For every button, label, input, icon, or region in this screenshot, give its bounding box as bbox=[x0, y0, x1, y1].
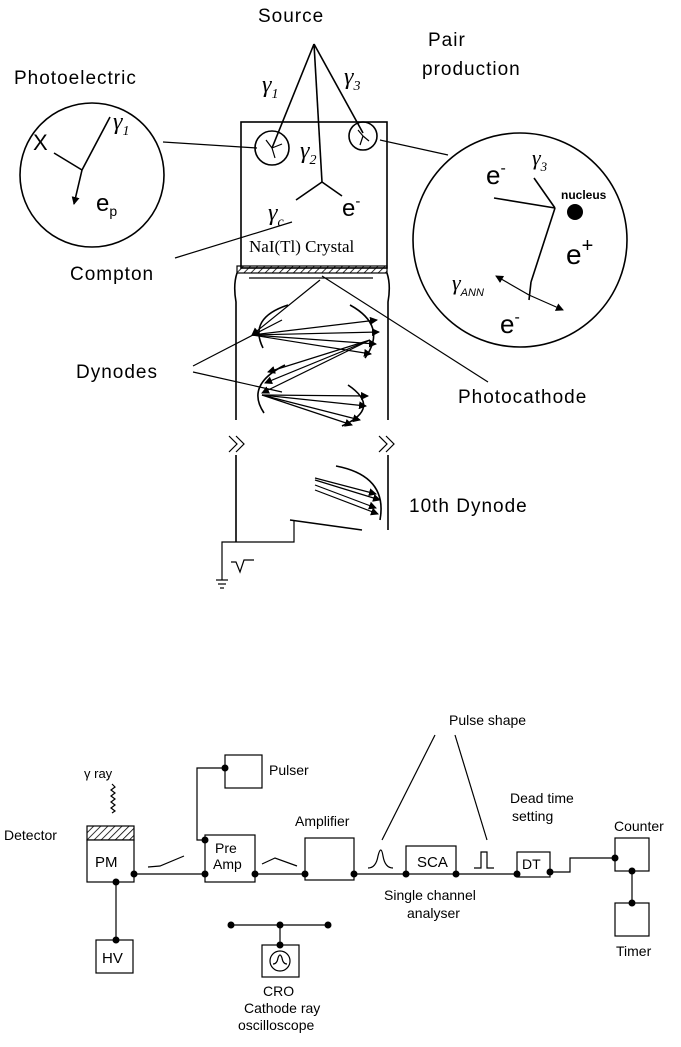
dynodes-callout-upper bbox=[193, 320, 282, 366]
pulse-shape-label: Pulse shape bbox=[449, 712, 526, 728]
cro-label: CRO bbox=[263, 983, 294, 999]
amplifier-label: Amplifier bbox=[295, 813, 350, 829]
dead-time-label-1: Dead time bbox=[510, 790, 574, 806]
compton-scatter-lines bbox=[296, 182, 342, 200]
detector-diagram: Source γ1 γ3 Pair production Photoelectr… bbox=[14, 6, 627, 588]
detector-label: Detector bbox=[4, 827, 57, 843]
sca-label: SCA bbox=[417, 854, 448, 871]
cro-caption-1: Cathode ray bbox=[244, 1000, 320, 1016]
nucleus-dot bbox=[567, 204, 583, 220]
pair-label: Pair bbox=[428, 30, 466, 51]
gamma-ray-wave bbox=[111, 784, 115, 813]
counter-box bbox=[615, 838, 649, 871]
compton-electron-label: e- bbox=[342, 193, 360, 222]
gamma1-photo-label: γ1 bbox=[113, 109, 129, 139]
source-label: Source bbox=[258, 6, 324, 27]
x-ray-label: X bbox=[33, 130, 48, 155]
photoelectric-callout-line bbox=[163, 142, 257, 148]
sca-caption-1: Single channel bbox=[384, 887, 476, 903]
nucleus-label: nucleus bbox=[561, 188, 607, 202]
photoelectron-label: ep bbox=[96, 190, 117, 219]
pair-zoom-circle bbox=[413, 133, 627, 347]
photocathode-label: Photocathode bbox=[458, 387, 587, 408]
pair-vectors bbox=[494, 178, 563, 310]
timer-box bbox=[615, 903, 649, 936]
cro-box bbox=[262, 945, 299, 977]
timer-label: Timer bbox=[616, 943, 652, 959]
counter-label: Counter bbox=[614, 818, 664, 834]
gamma2-label: γ2 bbox=[300, 138, 316, 168]
preamp-label-2: Amp bbox=[213, 856, 242, 872]
gaussian-pulse-shape bbox=[368, 850, 393, 868]
gamma1-source-label: γ1 bbox=[262, 72, 278, 102]
annihilation-electron-label: e- bbox=[500, 309, 520, 339]
electronics-block-diagram: Pulse shape γ ray Detector PM HV Pulser … bbox=[4, 712, 664, 1033]
gamma3-source-label: γ3 bbox=[344, 64, 360, 94]
photoelectric-zoom-circle bbox=[20, 103, 164, 247]
amplifier-box bbox=[305, 838, 354, 880]
crystal-label: NaI(Tl) Crystal bbox=[249, 237, 355, 256]
tenth-dynode-label: 10th Dynode bbox=[409, 496, 528, 517]
positron-label: e+ bbox=[566, 235, 593, 270]
tenth-dynode bbox=[290, 466, 381, 530]
square-pulse-shape bbox=[474, 852, 494, 868]
production-label: production bbox=[422, 59, 521, 80]
pulser-label: Pulser bbox=[269, 762, 309, 778]
dynodes-label: Dynodes bbox=[76, 362, 158, 383]
dead-time-label-2: setting bbox=[512, 808, 553, 824]
pair-electron-label: e- bbox=[486, 160, 506, 190]
pulser-box bbox=[225, 755, 262, 788]
preamp-label-1: Pre bbox=[215, 840, 237, 856]
anode-output bbox=[216, 520, 294, 588]
compton-label: Compton bbox=[70, 264, 154, 285]
hv-label: HV bbox=[102, 950, 123, 967]
scintillator-hatch bbox=[87, 826, 134, 840]
dynode-chain bbox=[252, 280, 379, 426]
gamma3-pair-label: γ3 bbox=[532, 145, 548, 174]
dt-label: DT bbox=[522, 856, 541, 872]
cro-caption-2: oscilloscope bbox=[238, 1017, 314, 1033]
pair-callout-line bbox=[380, 140, 448, 155]
photocathode-strip bbox=[237, 266, 387, 273]
gamma-ann-label: γANN bbox=[452, 270, 484, 299]
photoelectric-label: Photoelectric bbox=[14, 68, 137, 89]
sca-caption-2: analyser bbox=[407, 905, 460, 921]
gamma-ray-label: γ ray bbox=[84, 766, 113, 781]
pm-label: PM bbox=[95, 854, 118, 871]
